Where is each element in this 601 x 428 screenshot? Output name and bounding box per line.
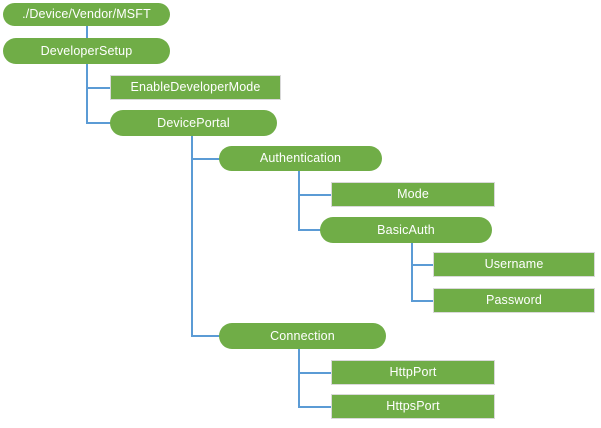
tree-node-deviceportal[interactable]: DevicePortal bbox=[110, 110, 277, 136]
connector-developersetup-to-enabledevelopermode bbox=[86, 87, 111, 89]
tree-node-label: Password bbox=[485, 293, 543, 308]
tree-node-enabledevelopermode[interactable]: EnableDeveloperMode bbox=[110, 75, 281, 100]
connector-trunk-connection bbox=[298, 349, 300, 407]
tree-node-mode[interactable]: Mode bbox=[331, 182, 495, 207]
connector-trunk-basicauth bbox=[411, 243, 413, 301]
tree-node-httpsport[interactable]: HttpsPort bbox=[331, 394, 495, 419]
tree-node-label: Username bbox=[484, 257, 544, 272]
tree-node-label: Connection bbox=[270, 328, 335, 343]
connector-trunk-developersetup bbox=[86, 64, 88, 123]
tree-node-label: EnableDeveloperMode bbox=[130, 80, 261, 95]
tree-node-label: BasicAuth bbox=[377, 222, 435, 237]
tree-node-httpport[interactable]: HttpPort bbox=[331, 360, 495, 385]
connector-authentication-to-mode bbox=[298, 194, 332, 196]
tree-node-connection[interactable]: Connection bbox=[219, 323, 386, 349]
connector-basicauth-to-username bbox=[411, 264, 434, 266]
tree-node-label: Authentication bbox=[259, 151, 342, 166]
tree-node-label: ./Device/Vendor/MSFT bbox=[22, 7, 151, 22]
tree-node-password[interactable]: Password bbox=[433, 288, 595, 313]
connector-developersetup-to-deviceportal bbox=[86, 122, 113, 124]
tree-node-root[interactable]: ./Device/Vendor/MSFT bbox=[3, 3, 170, 26]
tree-node-developersetup[interactable]: DeveloperSetup bbox=[3, 38, 170, 64]
connector-connection-to-httpport bbox=[298, 372, 332, 374]
connector-authentication-to-basicauth bbox=[298, 229, 323, 231]
tree-node-label: HttpsPort bbox=[386, 399, 440, 414]
tree-node-username[interactable]: Username bbox=[433, 252, 595, 277]
connector-basicauth-to-password bbox=[411, 300, 434, 302]
connector-root-to-developersetup bbox=[86, 26, 88, 38]
tree-node-label: DeveloperSetup bbox=[40, 43, 133, 58]
connector-deviceportal-to-authentication bbox=[191, 158, 222, 160]
tree-node-label: HttpPort bbox=[389, 365, 437, 380]
tree-node-authentication[interactable]: Authentication bbox=[219, 146, 382, 171]
connector-connection-to-httpsport bbox=[298, 406, 332, 408]
tree-node-label: DevicePortal bbox=[157, 115, 230, 130]
connector-trunk-deviceportal bbox=[191, 136, 193, 337]
connector-trunk-authentication bbox=[298, 171, 300, 230]
tree-node-basicauth[interactable]: BasicAuth bbox=[320, 217, 492, 243]
tree-node-label: Mode bbox=[397, 187, 429, 202]
connector-deviceportal-to-connection bbox=[191, 335, 222, 337]
